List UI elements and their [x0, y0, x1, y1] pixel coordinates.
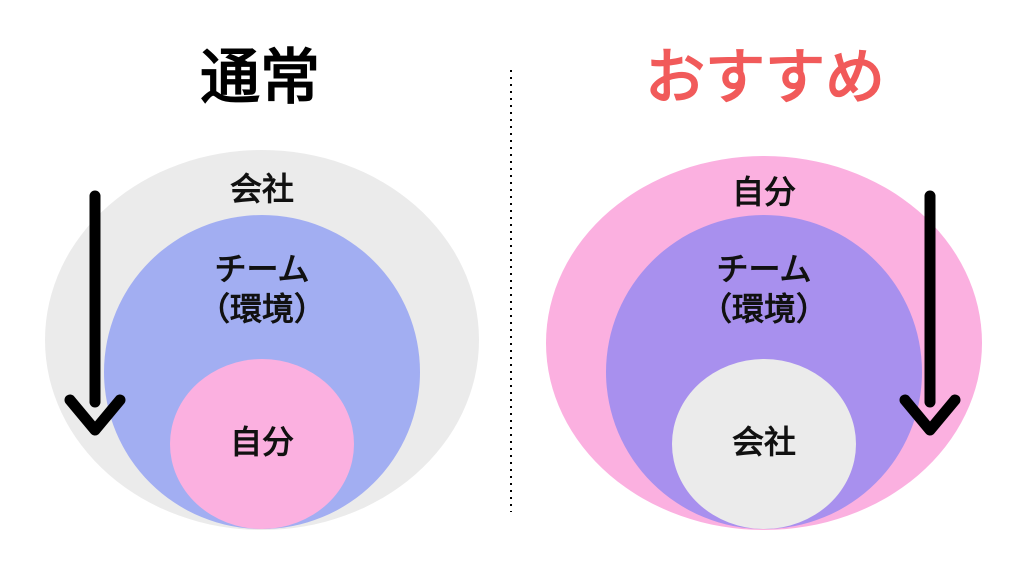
right-down-arrow-icon: [899, 190, 961, 436]
left-inner-circle-self: [170, 359, 354, 529]
left-middle-label-line1: チーム: [214, 250, 310, 288]
heading-normal: 通常: [200, 43, 320, 113]
left-outer-label: 会社: [229, 170, 294, 208]
heading-recommended: おすすめ: [645, 43, 885, 113]
right-inner-circle-company: [672, 359, 856, 529]
right-middle-label-line2: （環境）: [699, 290, 828, 328]
right-outer-label: 自分: [731, 173, 796, 211]
left-down-arrow-icon: [64, 190, 126, 436]
right-middle-label-line1: チーム: [716, 250, 812, 288]
left-middle-label-line2: （環境）: [197, 290, 326, 328]
left-inner-label: 自分: [229, 423, 294, 461]
right-inner-label: 会社: [731, 423, 796, 461]
